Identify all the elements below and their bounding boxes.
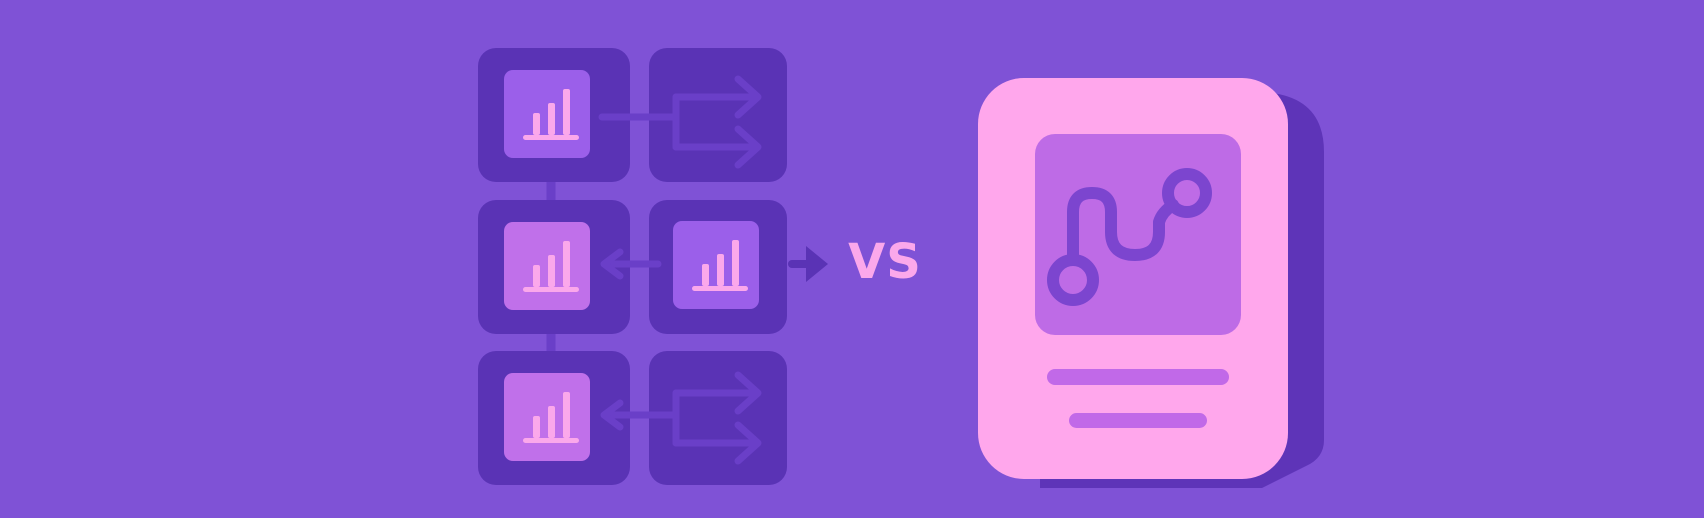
card-text-line bbox=[1047, 369, 1229, 385]
grid-tile bbox=[478, 200, 630, 334]
route-card bbox=[978, 78, 1324, 488]
branch-arrows-icon bbox=[598, 75, 762, 169]
grid-tile bbox=[478, 48, 630, 182]
grid-tile bbox=[478, 351, 630, 485]
vs-label: VS bbox=[848, 234, 922, 290]
grid-tile bbox=[649, 200, 787, 334]
route-path-icon bbox=[1047, 168, 1212, 306]
branch-arrows-icon bbox=[600, 371, 762, 465]
left-arrow-icon bbox=[600, 248, 662, 280]
card-text-line bbox=[1069, 413, 1207, 428]
modular-grid bbox=[478, 48, 787, 485]
right-arrow-icon bbox=[788, 246, 828, 282]
